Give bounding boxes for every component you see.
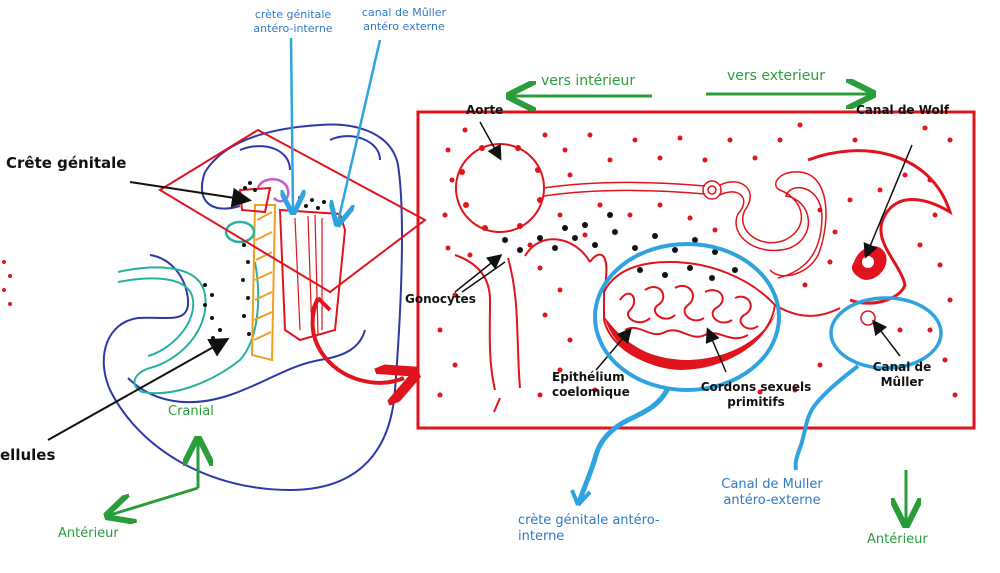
gonad-connector: [575, 386, 671, 506]
label-canal-muller-top: canal de Mûller antéro externe: [361, 6, 447, 33]
purple-swirl: [256, 178, 290, 203]
label-anterieur-right: Antérieur: [867, 532, 928, 547]
label-cellules: ellules: [0, 446, 56, 464]
label-crete-genitale-left: Crête génitale: [6, 154, 127, 172]
label-aorte: Aorte: [466, 103, 504, 117]
canal-arrow-top: [338, 39, 382, 222]
crete-pointer: [129, 181, 252, 208]
teal-ring: [224, 220, 256, 244]
gonad-highlight: [593, 242, 781, 392]
mesonephric-tubule: [719, 171, 827, 277]
orange-column: [250, 204, 277, 362]
gut-tube: [117, 261, 260, 395]
canal-muller-circle: [860, 310, 876, 326]
embryo-inner-outline: [200, 135, 381, 210]
mesentery: [454, 254, 496, 391]
cellules-pointer: [47, 338, 230, 441]
detail-drawing: [437, 122, 958, 413]
label-canal-muller-box: Canal de Mûller: [872, 360, 932, 389]
anterieur-arrow-left: [110, 486, 199, 515]
label-canal-wolf: Canal de Wolf: [856, 103, 950, 117]
coelomic-epithelium: [604, 308, 778, 370]
label-canal-muller-bottom: Canal de Muller antéro-externe: [721, 477, 823, 508]
detail-box: [416, 110, 976, 430]
label-cranial: Cranial: [168, 404, 214, 419]
label-vers-exterieur: vers exterieur: [727, 68, 826, 84]
wolff-lobe: [807, 149, 953, 305]
embryo-sketch: [2, 123, 427, 492]
mesenchyme-dots: [437, 122, 958, 398]
label-crete-genitale-bottom: crète génitale antéro- interne: [518, 513, 660, 544]
gonocyte-dots-right: [502, 212, 738, 281]
sex-cords: [619, 285, 759, 340]
label-cordons: Cordons sexuels primitifs: [700, 380, 812, 409]
muller-highlight: [829, 296, 943, 370]
label-crete-genitale-top: crète génitale antéro-interne: [253, 8, 333, 35]
label-vers-interieur: vers intérieur: [541, 73, 636, 89]
crete-arrow-top: [291, 37, 293, 210]
muller-connector: [793, 364, 860, 471]
zoom-arrow: [310, 297, 404, 383]
label-gonocytes: Gonocytes: [405, 292, 476, 306]
section-plane: [158, 128, 427, 294]
label-epithelium: Epithélium coelomique: [552, 370, 630, 399]
label-anterieur-left: Antérieur: [58, 526, 119, 541]
